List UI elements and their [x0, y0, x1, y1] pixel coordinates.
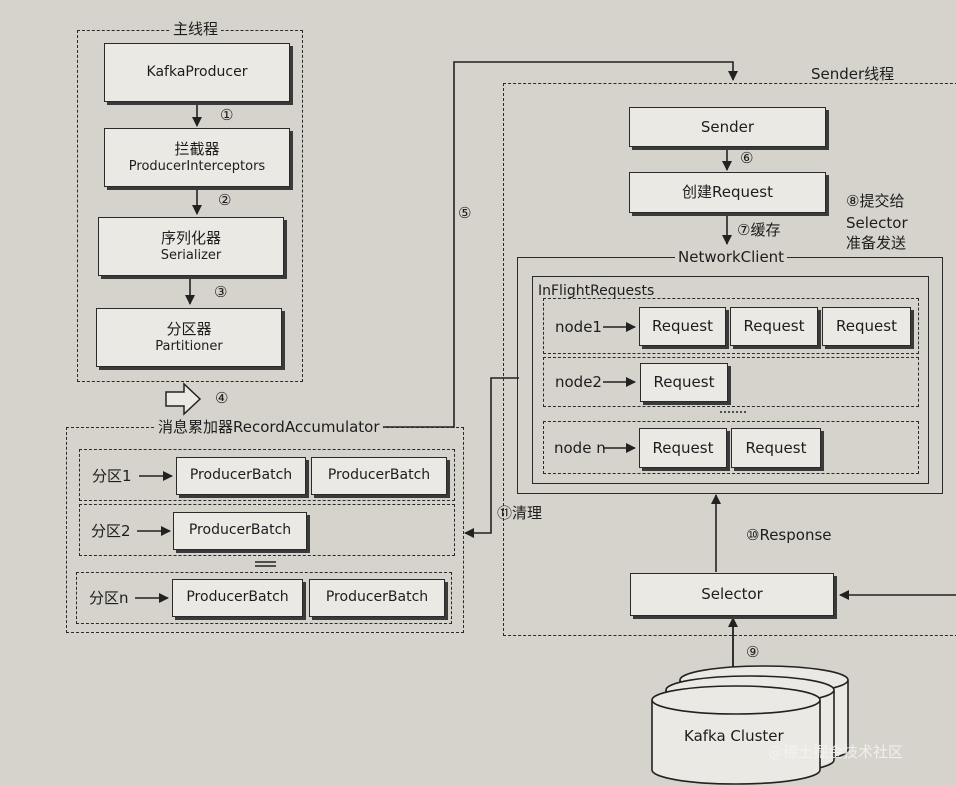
node-row-1 [543, 298, 919, 354]
arrow-11 [464, 377, 519, 538]
step-2-label: ② [218, 191, 232, 209]
request-label: Request [745, 438, 807, 457]
batch-label: ProducerBatch [186, 589, 289, 606]
sender-thread-container [503, 83, 956, 636]
step-11-label: ⑪清理 [497, 504, 543, 522]
kafka-cluster-cylinders [651, 665, 849, 785]
network-client-title: NetworkClient [675, 250, 788, 265]
selector-box: Selector [630, 573, 834, 616]
create-request-box: 创建Request [629, 172, 826, 213]
step-9-label: ⑨ [746, 643, 760, 661]
partitioner-subtitle: Partitioner [155, 338, 223, 354]
producer-batch: ProducerBatch [173, 512, 307, 550]
partitioner-title: 分区器 [166, 320, 212, 338]
serializer-box: 序列化器 Serializer [98, 217, 284, 276]
selector-label: Selector [701, 585, 763, 604]
partition-n-label: 分区n [89, 589, 129, 607]
create-request-label: 创建Request [682, 183, 773, 202]
sender-thread-title: Sender线程 [808, 67, 898, 82]
interceptors-title: 拦截器 [174, 140, 220, 158]
step-6-label: ⑥ [740, 149, 754, 167]
node-row-n [543, 421, 919, 474]
request-box: Request [822, 307, 911, 346]
partition-2-label: 分区2 [91, 522, 131, 540]
request-label: Request [652, 438, 714, 457]
request-box: Request [730, 307, 818, 346]
kafka-producer-box: KafkaProducer [104, 43, 290, 102]
node-2-label: node2 [555, 373, 602, 391]
step-3-label: ③ [214, 283, 228, 301]
arrow-4 [165, 382, 202, 416]
step-4-label: ④ [215, 389, 229, 407]
main-thread-title: 主线程 [170, 22, 222, 37]
batch-label: ProducerBatch [327, 467, 431, 484]
step-10-label: ⑩Response [746, 526, 832, 544]
batch-label: ProducerBatch [325, 589, 429, 606]
inflight-requests-title: InFlightRequests [538, 283, 655, 299]
partitioner-box: 分区器 Partitioner [96, 308, 282, 367]
interceptors-subtitle: ProducerInterceptors [128, 158, 266, 174]
request-label: Request [836, 317, 897, 336]
request-box: Request [639, 307, 726, 346]
request-box: Request [731, 428, 821, 468]
watermark: @稀土掘金技术社区 [768, 743, 904, 761]
producer-batch: ProducerBatch [311, 457, 447, 495]
sender-label: Sender [700, 117, 755, 136]
step-1-label: ① [220, 106, 234, 124]
producer-batch: ProducerBatch [172, 579, 303, 617]
kafka-producer-label: KafkaProducer [146, 63, 248, 80]
request-label: Request [652, 317, 713, 336]
partition-1-label: 分区1 [92, 467, 132, 485]
step-8-line3: 准备发送 [846, 234, 907, 252]
inflight-requests-container [532, 276, 929, 484]
node-row-2 [543, 357, 919, 407]
step-8-line1: ⑧提交给 [846, 192, 905, 210]
serializer-subtitle: Serializer [160, 247, 222, 263]
sender-box: Sender [629, 107, 826, 147]
step-8-line2: Selector [846, 214, 908, 232]
partition-row-1 [79, 449, 455, 501]
node-1-label: node1 [555, 318, 602, 336]
node-n-label: node n [554, 439, 606, 457]
step-5-label: ⑤ [455, 206, 475, 221]
kafka-cluster-label: Kafka Cluster [684, 727, 784, 745]
producer-batch: ProducerBatch [309, 579, 445, 617]
producer-batch: ProducerBatch [176, 457, 306, 495]
request-box: Request [640, 363, 728, 402]
batch-label: ProducerBatch [189, 467, 293, 484]
step-7-label: ⑦缓存 [737, 221, 781, 239]
serializer-title: 序列化器 [160, 229, 221, 247]
interceptors-box: 拦截器 ProducerInterceptors [104, 128, 290, 187]
accumulator-title: 消息累加器RecordAccumulator [155, 420, 383, 435]
request-box: Request [639, 428, 727, 468]
request-label: Request [653, 373, 715, 392]
batch-label: ProducerBatch [188, 522, 292, 539]
request-label: Request [743, 317, 805, 336]
partition-row-n [76, 572, 452, 624]
partition-row-2 [79, 504, 455, 556]
